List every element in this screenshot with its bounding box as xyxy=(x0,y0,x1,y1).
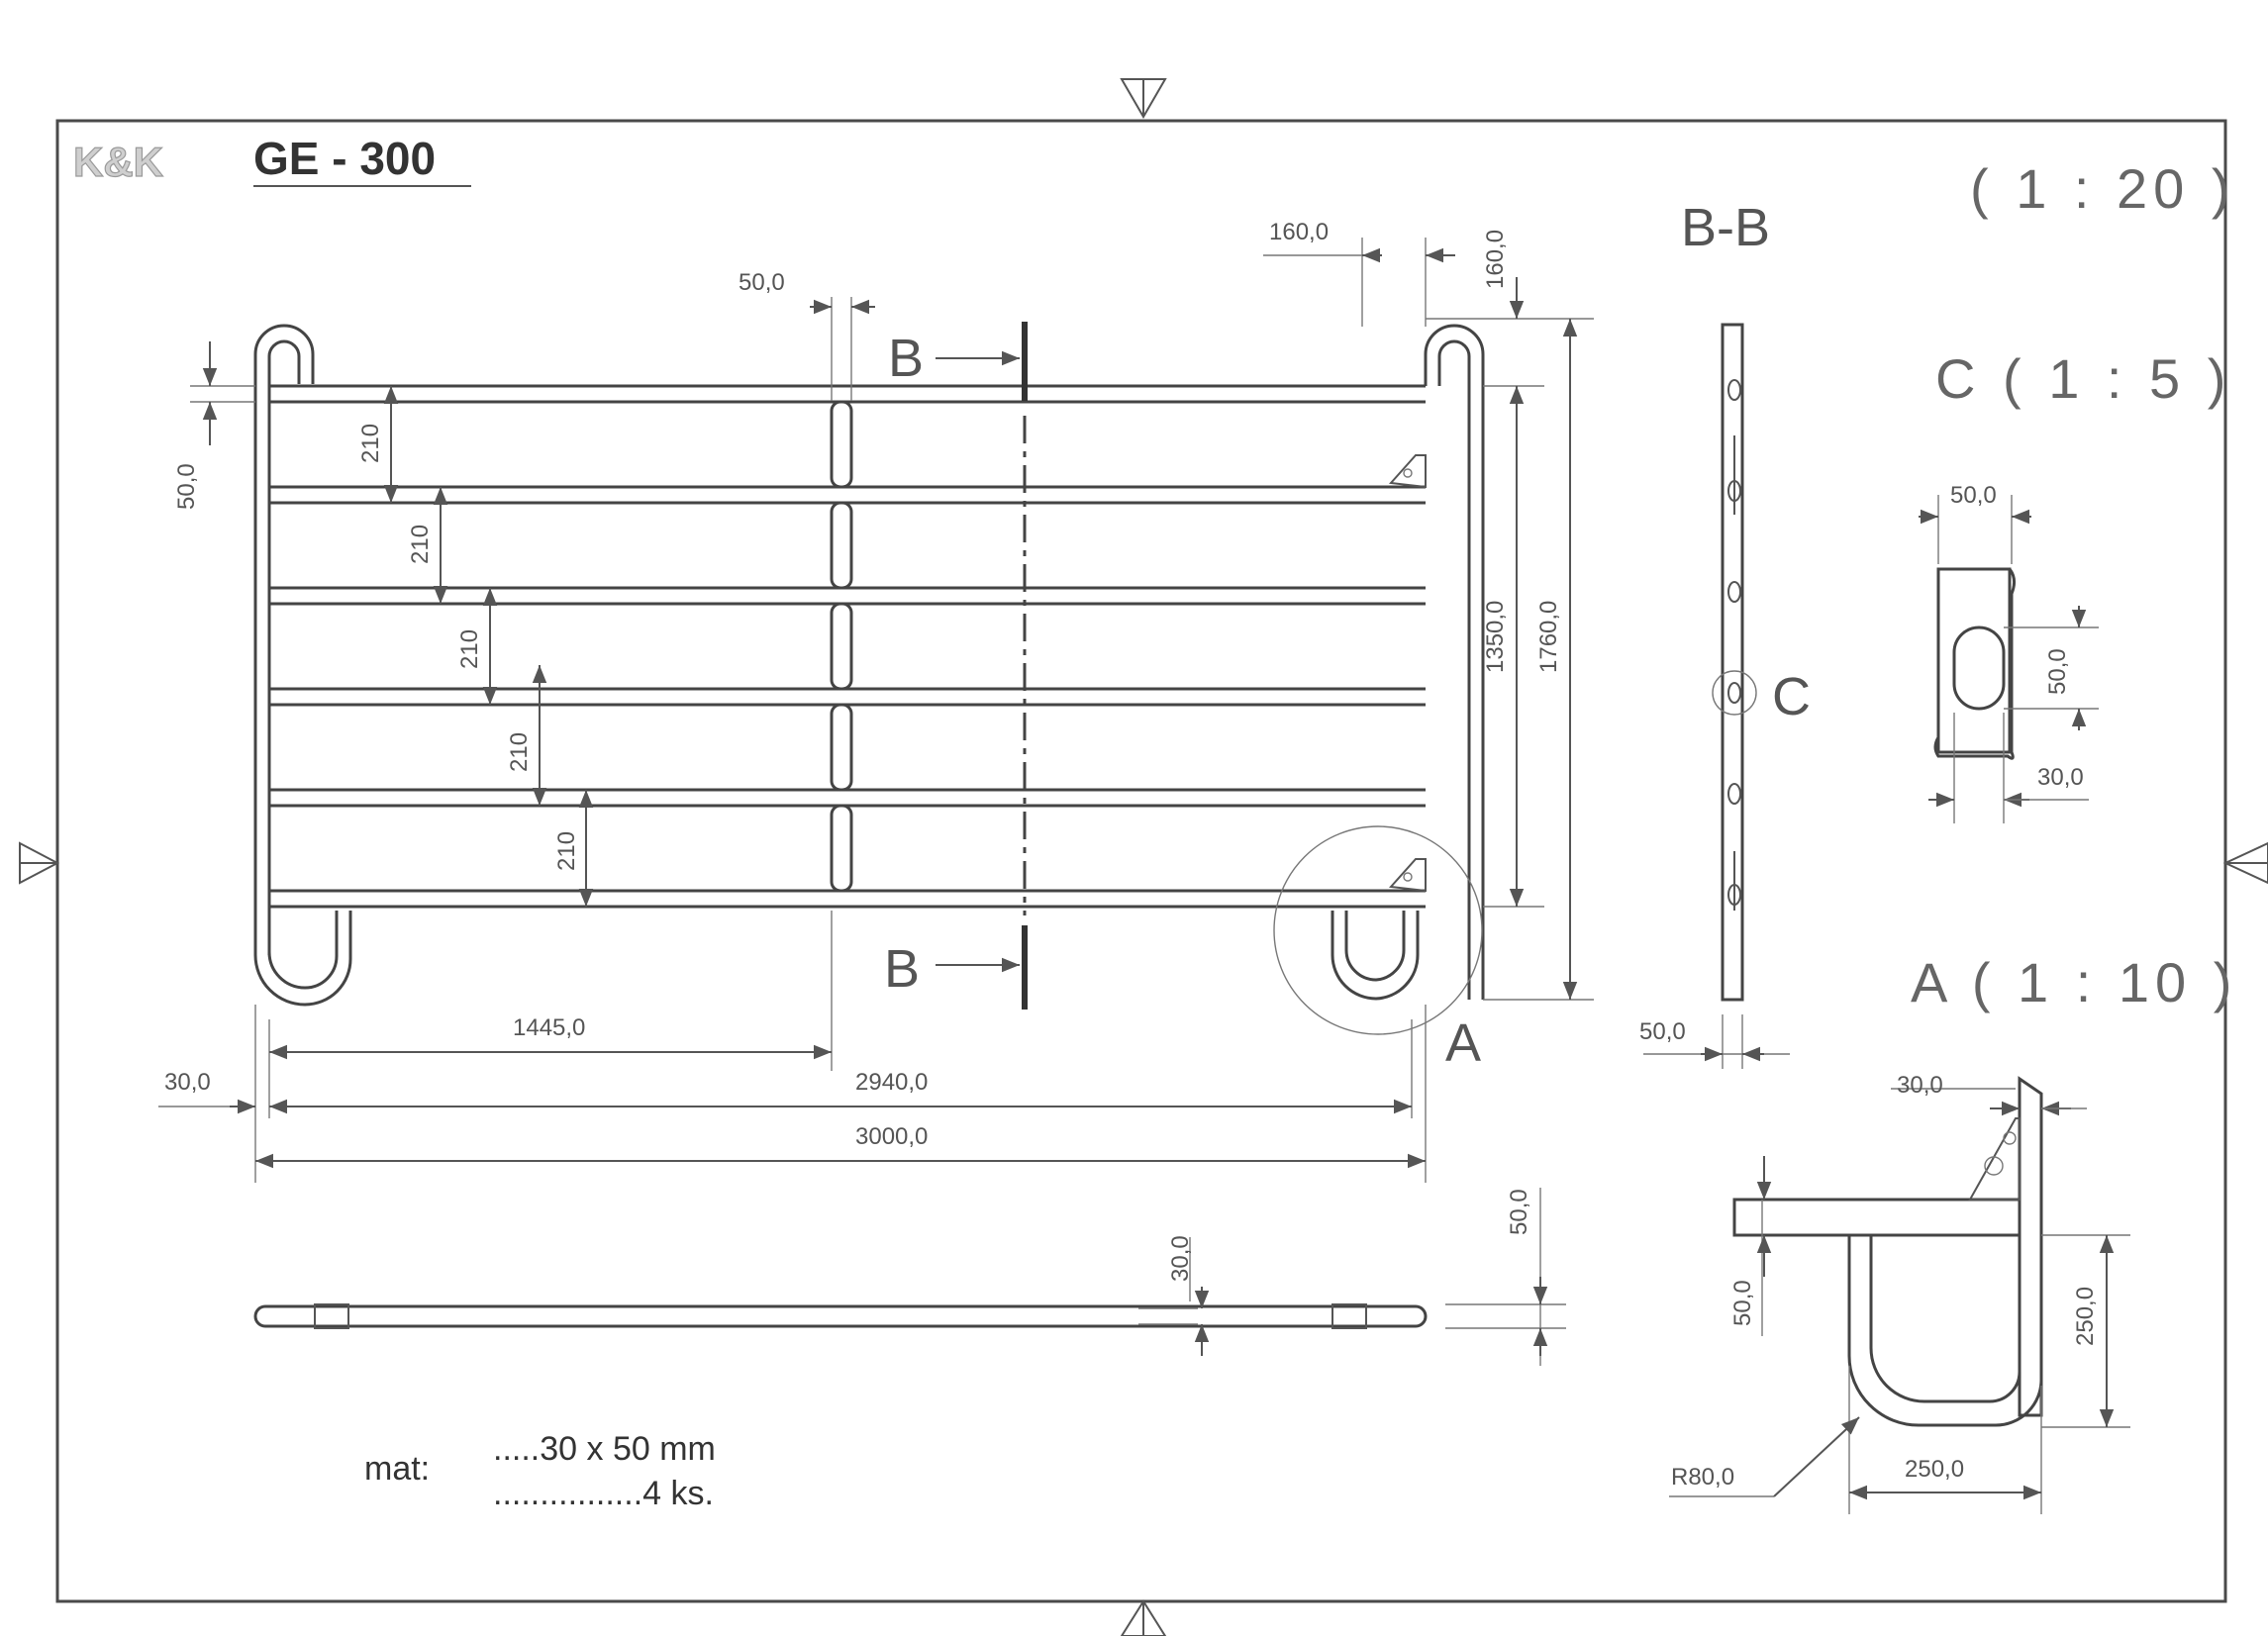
dim-rail-spacing-2: 210 xyxy=(407,525,434,564)
dim-bottom-50: 50,0 xyxy=(1506,1189,1532,1235)
section-bb-title: B-B xyxy=(1681,198,1770,257)
logo: K&K xyxy=(73,139,163,185)
section-bb-view xyxy=(1643,323,1790,1069)
dim-section-50: 50,0 xyxy=(1639,1018,1686,1045)
material-label: mat: xyxy=(364,1450,430,1488)
dim-a-radius: R80,0 xyxy=(1671,1464,1734,1491)
drawing-frame xyxy=(55,119,2227,1603)
dim-height-1760: 1760,0 xyxy=(1535,601,1562,673)
dim-overall-3000: 3000,0 xyxy=(855,1123,928,1150)
section-b-top-label: B xyxy=(888,329,924,388)
section-line-b xyxy=(936,322,1028,1010)
dim-c-height-50: 50,0 xyxy=(2044,648,2071,695)
material-line-1: .....30 x 50 mm xyxy=(493,1430,716,1468)
dim-left-50: 50,0 xyxy=(173,463,200,510)
dim-rail-spacing-4: 210 xyxy=(506,732,533,772)
dim-rail-spacing-1: 210 xyxy=(357,424,384,463)
section-b-bottom-label: B xyxy=(884,939,920,999)
main-dimension-lines xyxy=(158,238,1594,1183)
detail-c-marker-label: C xyxy=(1772,667,1811,726)
dim-a-50: 50,0 xyxy=(1729,1280,1756,1326)
detail-c-view xyxy=(1919,495,2099,823)
dim-rail-spacing-5: 210 xyxy=(553,831,580,871)
dim-rail-spacing-3: 210 xyxy=(456,629,483,669)
dim-half-1445: 1445,0 xyxy=(513,1014,585,1041)
drawing-title: GE - 300 xyxy=(253,133,436,184)
dim-bottom-30: 30,0 xyxy=(1167,1235,1194,1282)
dim-a-250-vertical: 250,0 xyxy=(2072,1287,2099,1346)
dim-a-30: 30,0 xyxy=(1897,1072,1943,1099)
detail-a-view xyxy=(1669,1076,2130,1514)
dim-160-vertical: 160,0 xyxy=(1482,230,1509,289)
dim-c-30: 30,0 xyxy=(2037,764,2084,791)
gate-front-view xyxy=(253,324,1485,1007)
detail-a-marker-circle xyxy=(1273,825,1483,1035)
gate-plan-view xyxy=(253,1188,1566,1366)
dim-a-250-horizontal: 250,0 xyxy=(1905,1456,1964,1483)
detail-c-title: C ( 1 : 5 ) xyxy=(1935,347,2231,410)
detail-a-title: A ( 1 : 10 ) xyxy=(1911,951,2237,1013)
dim-brace-50: 50,0 xyxy=(739,269,785,296)
dim-offset-30: 30,0 xyxy=(164,1069,211,1096)
dim-height-1350: 1350,0 xyxy=(1482,601,1509,673)
detail-a-marker-label: A xyxy=(1445,1013,1481,1073)
gate-rails xyxy=(269,384,1426,909)
centring-marks xyxy=(19,78,2268,1636)
dim-160-horizontal: 160,0 xyxy=(1269,219,1329,245)
material-line-2: ................4 ks. xyxy=(493,1475,714,1512)
dim-c-width-50: 50,0 xyxy=(1950,482,1997,509)
dim-inner-2940: 2940,0 xyxy=(855,1069,928,1096)
main-scale: ( 1 : 20 ) xyxy=(1970,157,2236,220)
center-brace xyxy=(830,400,853,893)
